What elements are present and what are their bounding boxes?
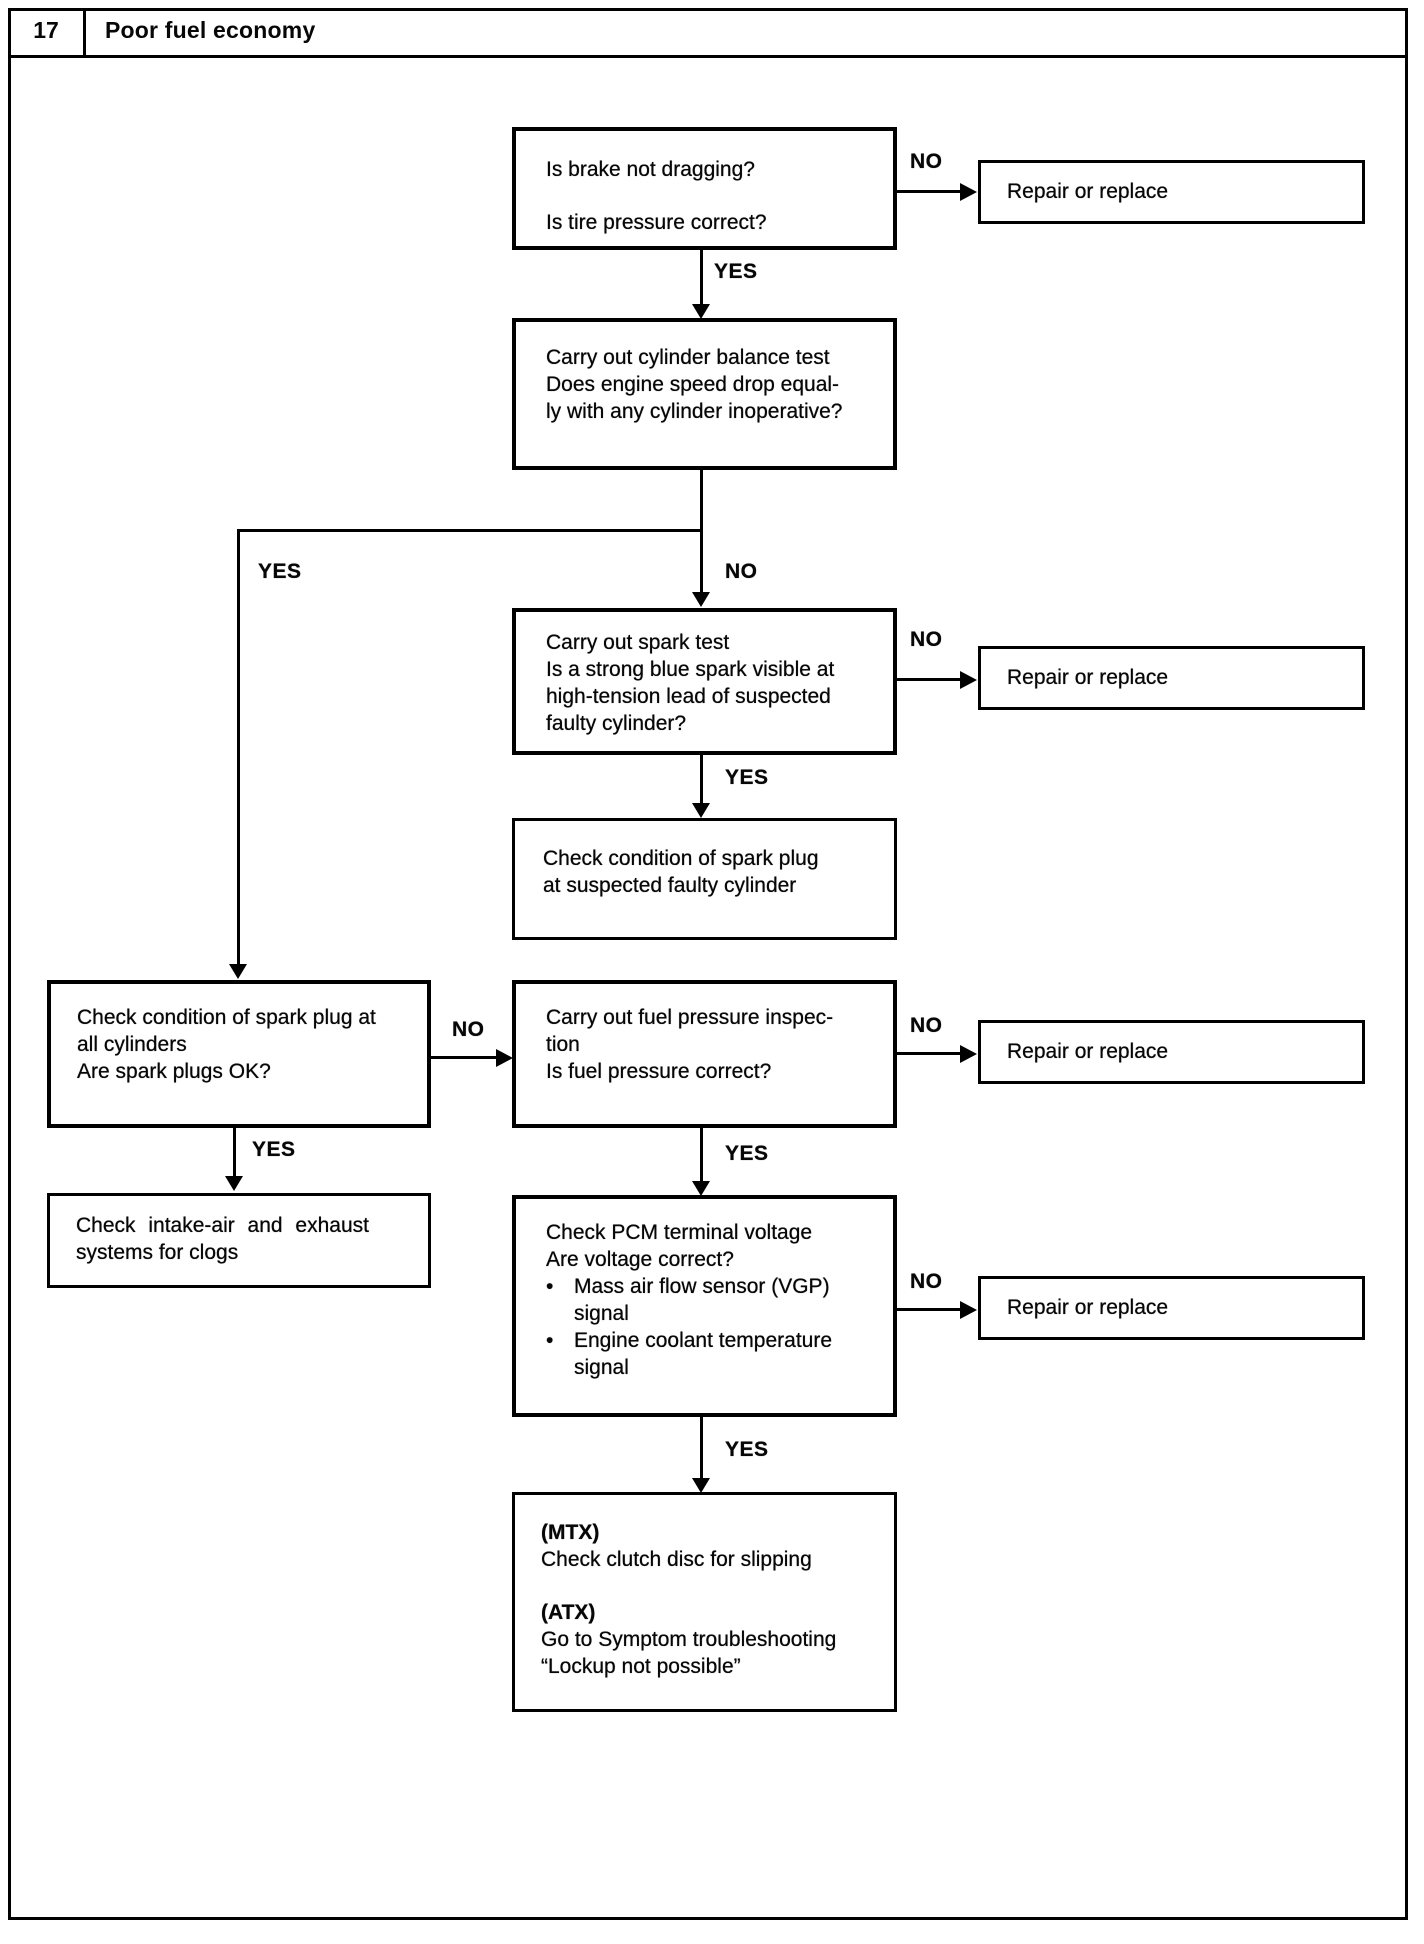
arrow-spark-yes-head (692, 803, 710, 818)
bullet-item: • Mass air flow sensor (VGP) (546, 1273, 875, 1300)
box-text-line: at suspected faulty cylinder (543, 874, 797, 897)
box-text-line: Is brake not dragging? (546, 158, 755, 181)
chapter-number: 17 (33, 17, 59, 43)
label-yes-plugs: YES (252, 1138, 296, 1161)
arrow-fuel-no-head (960, 1045, 977, 1063)
box-text-line: “Lockup not possible” (541, 1655, 741, 1678)
box-text-line: Carry out spark test (546, 631, 730, 654)
flow-line-branch-yes-drop (237, 529, 240, 966)
action-box-plug-suspected: Check condition of spark plug at suspect… (512, 818, 897, 940)
arrow-pcm-no-line (897, 1308, 962, 1311)
box-text-line: Check condition of spark plug (543, 847, 819, 870)
header-divider-line (8, 55, 1408, 58)
label-no-balance: NO (725, 560, 758, 583)
repair-label: Repair or replace (1007, 666, 1169, 689)
arrow-fuel-no-line (897, 1052, 962, 1055)
box-text-line: (MTX) (541, 1521, 600, 1544)
decision-box-plugs-all: Check condition of spark plug at all cyl… (47, 980, 431, 1128)
flow-line-branch (237, 529, 703, 532)
decision-box-fuel-pressure: Carry out fuel pressure inspec- tion Is … (512, 980, 897, 1128)
decision-box-spark-test: Carry out spark test Is a strong blue sp… (512, 608, 897, 755)
label-no-pcm: NO (910, 1270, 943, 1293)
label-yes-spark: YES (725, 766, 769, 789)
box-text-line: Go to Symptom troubleshooting (541, 1628, 837, 1651)
repair-label: Repair or replace (1007, 1296, 1169, 1319)
arrow-spark-yes-line (700, 755, 703, 804)
arrow-brake-yes-line (700, 250, 703, 306)
label-yes-fuel: YES (725, 1142, 769, 1165)
box-text-line: Carry out cylinder balance test (546, 346, 830, 369)
label-no-brake: NO (910, 150, 943, 173)
label-yes-balance: YES (258, 560, 302, 583)
box-text-line: Is a strong blue spark visible at (546, 658, 835, 681)
label-no-plugs: NO (452, 1018, 485, 1041)
arrow-fuel-yes-line (700, 1128, 703, 1182)
box-text-line: Carry out fuel pressure inspec- (546, 1006, 834, 1029)
box-text-line: all cylinders (77, 1033, 187, 1056)
box-text-line: Are spark plugs OK? (77, 1060, 271, 1083)
arrow-branch-no-head (692, 592, 710, 607)
box-text-line: Engine coolant temperature (574, 1329, 832, 1352)
arrow-plugs-no-head (496, 1049, 513, 1067)
repair-label: Repair or replace (1007, 1040, 1169, 1063)
flow-line-branch-no-drop (700, 529, 703, 593)
box-text-line: (ATX) (541, 1601, 596, 1624)
arrow-plugs-no-line (431, 1056, 499, 1059)
arrow-brake-no-head (960, 183, 977, 201)
box-text-line: Are voltage correct? (546, 1248, 734, 1271)
action-box-intake-exhaust: Check intake-air and exhaust systems for… (47, 1193, 431, 1288)
box-text-line: Mass air flow sensor (VGP) (574, 1275, 830, 1298)
bullet-icon: • (546, 1329, 554, 1352)
decision-box-cylinder-balance: Carry out cylinder balance test Does eng… (512, 318, 897, 470)
arrow-brake-yes-head (692, 304, 710, 319)
arrow-branch-yes-head (229, 964, 247, 979)
arrow-spark-no-head (960, 671, 977, 689)
box-text-line: high-tension lead of suspected (546, 685, 831, 708)
box-text-line: signal (574, 1302, 629, 1325)
arrow-spark-no-line (897, 678, 962, 681)
box-text-line: systems for clogs (76, 1241, 239, 1264)
arrow-pcm-yes-head (692, 1478, 710, 1493)
arrow-plugs-yes-line (233, 1128, 236, 1177)
box-text-line: Check clutch disc for slipping (541, 1548, 812, 1571)
decision-box-pcm-voltage: Check PCM terminal voltage Are voltage c… (512, 1195, 897, 1417)
header-cell-divider (83, 8, 86, 58)
arrow-plugs-yes-head (225, 1176, 243, 1191)
bullet-icon: • (546, 1275, 554, 1298)
page-border (8, 8, 1408, 1920)
repair-box-3: Repair or replace (978, 1020, 1365, 1084)
label-no-spark: NO (910, 628, 943, 651)
box-text-line: Check condition of spark plug at (77, 1006, 376, 1029)
label-yes-brake: YES (714, 260, 758, 283)
bullet-item: • Engine coolant temperature (546, 1327, 875, 1354)
page-title: Poor fuel economy (105, 17, 316, 43)
flow-line-balance-stem (700, 470, 703, 529)
action-box-transmission: (MTX) Check clutch disc for slipping (AT… (512, 1492, 897, 1712)
label-yes-pcm: YES (725, 1438, 769, 1461)
box-text-line: Check intake-air and exhaust (76, 1214, 369, 1237)
box-text-line: ly with any cylinder inoperative? (546, 400, 843, 423)
box-text-line: faulty cylinder? (546, 712, 687, 735)
repair-label: Repair or replace (1007, 180, 1169, 203)
repair-box-1: Repair or replace (978, 160, 1365, 224)
repair-box-2: Repair or replace (978, 646, 1365, 710)
box-text-line: Is tire pressure correct? (546, 211, 767, 234)
decision-box-brake-tire: Is brake not dragging? Is tire pressure … (512, 127, 897, 250)
box-text-line: Does engine speed drop equal- (546, 373, 840, 396)
repair-box-4: Repair or replace (978, 1276, 1365, 1340)
arrow-fuel-yes-head (692, 1181, 710, 1196)
arrow-brake-no-line (897, 190, 962, 193)
label-no-fuel: NO (910, 1014, 943, 1037)
box-text-line: tion (546, 1033, 580, 1056)
box-text-line: Is fuel pressure correct? (546, 1060, 772, 1083)
box-text-line: signal (574, 1356, 629, 1379)
box-text-line: Check PCM terminal voltage (546, 1221, 813, 1244)
arrow-pcm-no-head (960, 1301, 977, 1319)
arrow-pcm-yes-line (700, 1417, 703, 1479)
